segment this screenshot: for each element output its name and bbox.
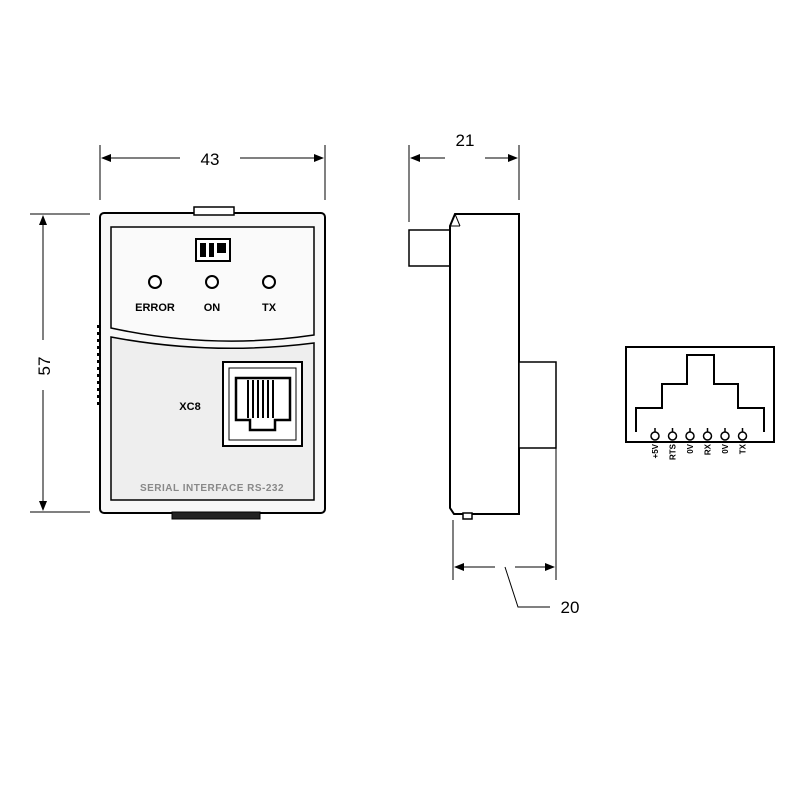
side-latch [518,361,557,449]
pin-contact-1 [650,431,660,441]
bottom-tab [462,512,473,520]
pin-label-6: TX [739,443,748,454]
pin-contact-6 [737,431,748,441]
pin-contact-2 [667,431,678,441]
pin-group: +5V RTS 0V RX 0V TX [650,428,748,460]
led-error-indicator [148,275,162,289]
pin-label-1: +5V [651,443,660,458]
dimension-front-width-value: 43 [201,150,220,169]
led-label-tx: TX [262,302,277,314]
dimension-side-body: 20 [452,448,580,617]
connector-cavity [635,354,765,432]
interface-label: SERIAL INTERFACE RS-232 [140,483,284,494]
pin-label-5: 0V [721,443,730,453]
pin-label-4: RX [704,443,713,455]
pin-label-2: RTS [669,443,678,460]
connector-outline [625,346,775,443]
brand-logo [195,238,231,262]
port-label: XC8 [179,401,200,413]
rear-pin [408,229,453,267]
pin-contact-3 [685,431,695,441]
dimension-side-depth-value: 21 [456,131,475,150]
dimension-front-height: 57 [30,213,90,513]
rj-port[interactable] [222,361,303,447]
module-side-body [449,213,520,515]
bottom-clip [171,511,261,520]
side-view: 21 20 [408,131,580,617]
led-tx-indicator [262,275,276,289]
led-on-indicator [205,275,219,289]
front-view: 43 57 [30,145,326,520]
dimension-front-height-value: 57 [35,357,54,376]
pin-label-3: 0V [686,443,695,453]
dimension-side-body-value: 20 [561,598,580,617]
dimension-front-width: 43 [99,145,326,200]
top-clip [193,206,235,216]
led-label-on: ON [204,302,221,314]
connector-pinout: +5V RTS 0V RX 0V TX [625,346,775,460]
pin-contact-5 [720,431,730,441]
dimension-side-depth: 21 [408,131,520,222]
pin-contact-4 [702,431,713,441]
led-label-error: ERROR [135,302,175,314]
